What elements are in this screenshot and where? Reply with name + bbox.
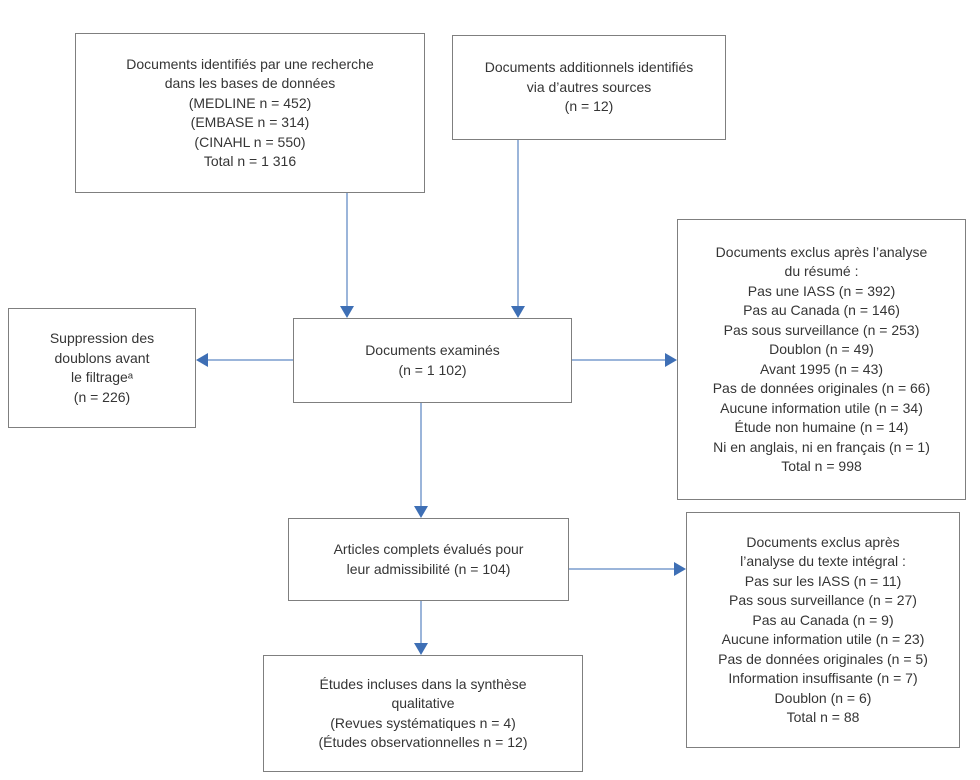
box-line: Documents identifiés par une recherche bbox=[126, 55, 374, 72]
arrowhead-right-icon bbox=[674, 562, 686, 576]
box-line: Études incluses dans la synthèse bbox=[319, 675, 527, 692]
box-line: du résumé : bbox=[784, 263, 859, 279]
box-additional-sources: Documents additionnels identifiés via d’… bbox=[452, 35, 726, 140]
box-documents-screened: Documents examinés (n = 1 102) bbox=[293, 318, 572, 403]
box-line: (Études observationnelles n = 12) bbox=[318, 734, 528, 750]
box-line: Information insuffisante (n = 7) bbox=[728, 670, 918, 686]
box-identified-databases: Documents identifiés par une recherche d… bbox=[75, 33, 425, 193]
arrowhead-left-icon bbox=[196, 353, 208, 367]
box-line: Articles complets évalués pour bbox=[333, 541, 524, 557]
arrow-fulltext-to-excluded-fulltext bbox=[569, 568, 675, 570]
box-line: Suppression des bbox=[49, 330, 155, 346]
box-line: Pas sur les IASS (n = 11) bbox=[744, 572, 902, 589]
box-line: (n = 1 102) bbox=[398, 361, 467, 378]
box-line: Documents examinés bbox=[365, 342, 500, 358]
arrowhead-down-icon bbox=[414, 643, 428, 655]
box-line: leur admissibilité (n = 104) bbox=[346, 560, 511, 577]
box-line: (Revues systématiques n = 4) bbox=[330, 714, 516, 731]
arrow-fulltext-to-included bbox=[420, 601, 422, 644]
box-line: Documents additionnels identifiés bbox=[484, 59, 694, 76]
box-line: (CINAHL n = 550) bbox=[194, 133, 306, 150]
arrowhead-right-icon bbox=[665, 353, 677, 367]
box-line: Avant 1995 (n = 43) bbox=[759, 360, 884, 377]
box-line: Aucune information utile (n = 23) bbox=[721, 631, 925, 647]
box-line: Pas de données originales (n = 66) bbox=[712, 380, 931, 396]
box-line: Pas au Canada (n = 9) bbox=[752, 611, 894, 628]
arrow-screened-to-fulltext bbox=[420, 403, 422, 507]
box-line: via d’autres sources bbox=[526, 78, 652, 95]
box-line: Pas de données originales (n = 5) bbox=[718, 650, 928, 667]
box-line: Pas sous surveillance (n = 27) bbox=[729, 592, 917, 608]
arrowhead-down-icon bbox=[414, 506, 428, 518]
box-fulltext-assessed: Articles complets évalués pour leur admi… bbox=[288, 518, 569, 601]
box-line: Pas sous surveillance (n = 253) bbox=[723, 321, 920, 338]
box-line: (MEDLINE n = 452) bbox=[188, 94, 312, 111]
box-line: Total n = 1 316 bbox=[203, 153, 297, 169]
arrow-databases-to-screened bbox=[346, 193, 348, 307]
box-line: qualitative bbox=[391, 695, 455, 711]
arrow-additional-to-screened bbox=[517, 140, 519, 307]
box-line: Total n = 998 bbox=[781, 458, 862, 474]
arrowhead-down-icon bbox=[340, 306, 354, 318]
box-line: Étude non humaine (n = 14) bbox=[734, 419, 909, 435]
box-line: l’analyse du texte intégral : bbox=[740, 553, 906, 569]
box-line: Pas au Canada (n = 146) bbox=[743, 302, 900, 318]
box-line: Doublon (n = 49) bbox=[769, 341, 874, 357]
box-line: le filtrageᵃ bbox=[70, 369, 133, 385]
arrowhead-down-icon bbox=[511, 306, 525, 318]
box-line: Ni en anglais, ni en français (n = 1) bbox=[713, 438, 930, 455]
box-line: (n = 12) bbox=[564, 98, 614, 115]
box-line: (n = 226) bbox=[73, 388, 131, 405]
box-line: doublons avant bbox=[54, 349, 150, 366]
box-included-qualitative: Études incluses dans la synthèse qualita… bbox=[263, 655, 583, 772]
box-line: (EMBASE n = 314) bbox=[190, 114, 310, 130]
box-line: dans les bases de données bbox=[164, 75, 336, 91]
arrow-screened-to-duplicates bbox=[206, 359, 293, 361]
box-line: Documents exclus après bbox=[746, 533, 900, 550]
box-line: Aucune information utile (n = 34) bbox=[720, 399, 923, 416]
box-line: Total n = 88 bbox=[786, 709, 860, 725]
box-line: Pas une IASS (n = 392) bbox=[747, 282, 896, 299]
box-excluded-after-fulltext: Documents exclus après l’analyse du text… bbox=[686, 512, 960, 748]
box-excluded-after-abstract: Documents exclus après l’analyse du résu… bbox=[677, 219, 966, 500]
arrow-screened-to-excluded-abstract bbox=[572, 359, 666, 361]
box-duplicates-removed: Suppression des doublons avant le filtra… bbox=[8, 308, 196, 428]
box-line: Doublon (n = 6) bbox=[774, 689, 872, 706]
box-line: Documents exclus après l’analyse bbox=[715, 243, 928, 260]
